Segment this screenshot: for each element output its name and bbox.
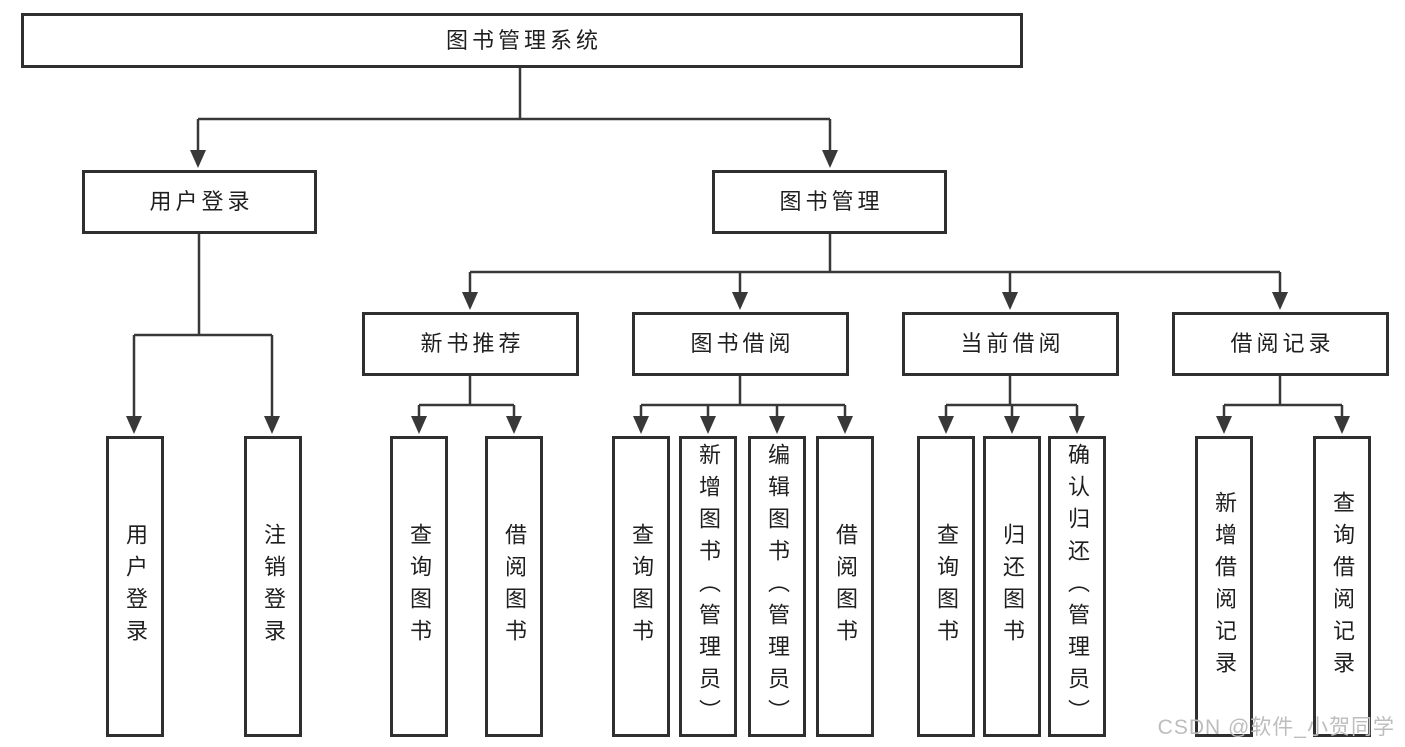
leaf-nb-borrow-books-label: 借阅图书 xyxy=(502,522,527,651)
leaf-cb-confirm-return-admin: 确认归还（管理员） xyxy=(1048,436,1106,737)
leaf-br-query-record: 查询借阅记录 xyxy=(1313,436,1371,737)
leaf-bb-add-books-admin: 新增图书（管理员） xyxy=(679,436,737,737)
node-borrowing-records: 借阅记录 xyxy=(1172,312,1389,376)
node-book-management: 图书管理 xyxy=(712,170,947,234)
leaf-bb-borrow-books-label: 借阅图书 xyxy=(833,522,858,651)
node-borrowing-records-label: 借阅记录 xyxy=(1230,331,1335,356)
leaf-bb-edit-books-admin: 编辑图书（管理员） xyxy=(748,436,806,737)
leaf-logout-login-label: 注销登录 xyxy=(261,522,286,651)
leaf-nb-query-books: 查询图书 xyxy=(390,436,448,737)
leaf-bb-query-books: 查询图书 xyxy=(612,436,670,737)
leaf-bb-query-books-label: 查询图书 xyxy=(629,522,654,651)
leaf-logout-login: 注销登录 xyxy=(244,436,302,737)
node-current-borrowing: 当前借阅 xyxy=(902,312,1119,376)
node-user-login: 用户登录 xyxy=(82,170,317,234)
leaf-br-add-record: 新增借阅记录 xyxy=(1195,436,1253,737)
leaf-bb-borrow-books: 借阅图书 xyxy=(816,436,874,737)
leaf-user-login: 用户登录 xyxy=(106,436,164,737)
node-library-system-label: 图书管理系统 xyxy=(445,27,602,53)
leaf-nb-borrow-books: 借阅图书 xyxy=(485,436,543,737)
csdn-watermark: CSDN @软件_小贺同学 xyxy=(1157,716,1395,739)
leaf-user-login-label: 用户登录 xyxy=(123,522,148,651)
leaf-bb-add-books-admin-label: 新增图书（管理员） xyxy=(696,442,721,731)
leaf-cb-confirm-return-admin-label: 确认归还（管理员） xyxy=(1065,442,1090,731)
leaf-cb-query-books-label: 查询图书 xyxy=(934,522,959,651)
node-new-book-recommend: 新书推荐 xyxy=(362,312,579,376)
node-new-book-recommend-label: 新书推荐 xyxy=(420,331,525,356)
arrowheads xyxy=(126,150,1350,434)
leaf-cb-return-books: 归还图书 xyxy=(983,436,1041,737)
node-book-borrowing: 图书借阅 xyxy=(632,312,849,376)
leaf-nb-query-books-label: 查询图书 xyxy=(407,522,432,651)
leaf-bb-edit-books-admin-label: 编辑图书（管理员） xyxy=(765,442,790,731)
leaf-br-query-record-label: 查询借阅记录 xyxy=(1330,490,1355,683)
node-book-management-label: 图书管理 xyxy=(779,189,884,214)
leaf-cb-return-books-label: 归还图书 xyxy=(1000,522,1025,651)
node-user-login-label: 用户登录 xyxy=(149,189,254,214)
node-current-borrowing-label: 当前借阅 xyxy=(960,331,1065,356)
node-book-borrowing-label: 图书借阅 xyxy=(690,331,795,356)
node-library-system: 图书管理系统 xyxy=(21,13,1023,68)
leaf-br-add-record-label: 新增借阅记录 xyxy=(1212,490,1237,683)
leaf-cb-query-books: 查询图书 xyxy=(917,436,975,737)
